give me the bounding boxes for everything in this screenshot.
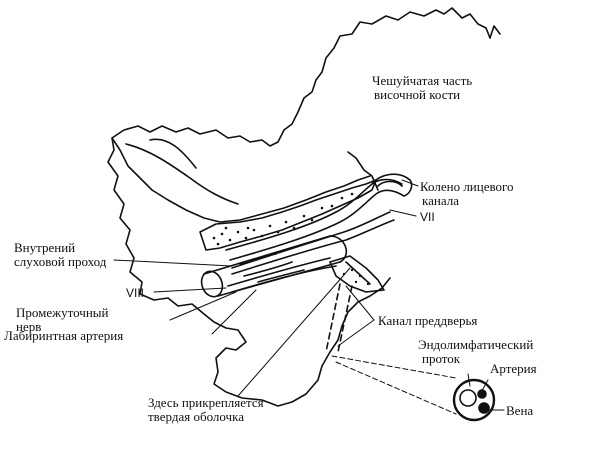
endolymphatic-duct-label-line2: проток xyxy=(422,351,461,366)
geniculum-label-line1: Колено лицевого xyxy=(420,179,514,194)
squama-label-line1: Чешуйчатая часть xyxy=(372,73,473,88)
labyrinth xyxy=(329,255,385,293)
endolymphatic-duct-label: Эндолимфатический проток xyxy=(418,338,533,366)
meatus-label-line1: Внутрений xyxy=(14,240,76,255)
vein-label: Вена xyxy=(506,403,534,418)
labyrinthine-artery-label: Лабиринтная артерия xyxy=(4,328,124,343)
meatus-label: Внутрений слуховой проход xyxy=(14,241,106,269)
nerve-viii xyxy=(227,257,331,287)
vii-label: VII xyxy=(420,210,435,224)
squama-label: Чешуйчатая часть височной кости xyxy=(372,74,472,102)
petrous-ridge xyxy=(111,137,371,223)
meatus-label-line2: слуховой проход xyxy=(14,254,107,269)
bone-outline xyxy=(107,7,491,407)
squama-label-line2: височной кости xyxy=(374,87,461,102)
viii-label: VIII xyxy=(126,286,145,300)
facial-canal xyxy=(225,178,403,251)
dura-attachment-label: Здесь прикрепляется твердая оболочка xyxy=(148,396,264,424)
bony-layer xyxy=(199,179,377,251)
meatus-opening xyxy=(200,270,224,298)
geniculum-label-line2: канала xyxy=(422,193,459,208)
intermedius-label: Промежуточный нерв xyxy=(16,306,108,334)
intermedius-label-line2: нерв xyxy=(16,319,42,334)
vestibule-canal-label: Канал преддверья xyxy=(378,313,478,328)
dura-label-line2: твердая оболочка xyxy=(148,409,244,424)
aqueduct-cross-section xyxy=(452,378,496,422)
endolymphatic-duct-label-line1: Эндолимфатический xyxy=(418,337,534,352)
geniculum-label: Колено лицевого канала xyxy=(420,180,514,208)
intermedius-label-line1: Промежуточный xyxy=(16,305,109,320)
geniculum-loop xyxy=(371,173,413,197)
leader-lines xyxy=(113,179,505,415)
artery-label: Артерия xyxy=(490,361,537,376)
stipple-dots xyxy=(212,192,354,246)
dura-label-line1: Здесь прикрепляется xyxy=(148,395,264,410)
vestibule-canal xyxy=(325,283,353,353)
